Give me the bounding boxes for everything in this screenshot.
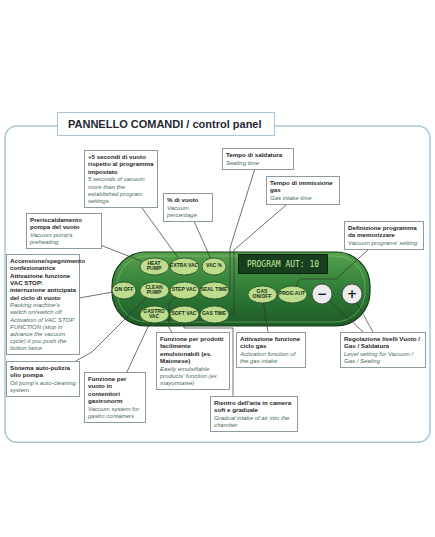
button-label: EXTRA VAC (170, 263, 198, 268)
panel-title: PANNELLO COMANDI / control panel (57, 112, 275, 136)
callout-box: Tempo di saldaturaSealing time (222, 148, 294, 170)
leader-line (80, 292, 112, 298)
panel-button: GAS ON/OFF (248, 286, 277, 303)
button-shape (202, 258, 226, 275)
callout-box: Funzione per prodotti facilmente emulsio… (156, 332, 230, 390)
button-label: SEAL TIME (201, 287, 228, 292)
panel-button: GASTRO VAC (140, 306, 169, 323)
callout-heading: +5 secondi di vuoto rispetto al programm… (88, 153, 154, 175)
callout-translation: Activation function of the gas intake (240, 351, 302, 365)
callout-heading: Sistema auto-pulizia olio pompa (10, 364, 76, 379)
button-shape (112, 282, 136, 299)
button-shape (140, 282, 169, 299)
panel-button: SEAL TIME (200, 282, 229, 299)
control-panel-body (112, 252, 370, 326)
button-label: CLEAN PUMP (140, 285, 169, 296)
button-shape (278, 286, 307, 303)
button-label: ON OFF (115, 287, 134, 292)
button-shape (248, 286, 277, 303)
callout-heading: Attivazione funzione ciclo gas (240, 335, 302, 350)
button-shape (170, 282, 199, 299)
callout-translation: Vacuum system for gastro containers (88, 406, 142, 420)
panel-button: EXTRA VAC (170, 258, 199, 275)
display-text: PROGRAM AUT: 10 (247, 260, 319, 269)
callout-box: Regolazione livelli Vuoto / Gas / Saldat… (340, 332, 426, 368)
leader-line (76, 297, 147, 361)
button-shape (140, 306, 169, 323)
callout-heading: Tempo di saldatura (226, 151, 290, 158)
callout-translation: Level setting for Vacuum / Gas / Sealing (344, 351, 422, 365)
callout-box: % di vuotoVacuum percentage (163, 193, 213, 222)
lcd-display: PROGRAM AUT: 10 (238, 254, 328, 274)
callout-box: Tempo di immissione gasGas intake time (266, 176, 340, 205)
button-label: SOFT VAC (172, 311, 197, 316)
button-shape (140, 258, 169, 275)
button-label: VAC % (206, 263, 222, 268)
callout-box: +5 secondi di vuoto rispetto al programm… (84, 150, 158, 208)
button-shape (170, 306, 199, 323)
button-shape (342, 284, 362, 304)
callout-translation: Vacuum percentage (167, 205, 209, 219)
leader-line (263, 302, 268, 332)
callout-heading: Tempo di immissione gas (270, 179, 336, 194)
leader-line (102, 246, 142, 262)
panel-button: PROG AUT (278, 286, 307, 303)
button-label: PROG AUT (279, 291, 305, 296)
panel-button: ON OFF (112, 282, 136, 299)
leader-line (357, 303, 373, 332)
callout-heading: Funzione per prodotti facilmente emulsio… (160, 335, 226, 364)
callout-box: Definizione programma da memorizzareVacu… (344, 221, 424, 250)
callout-translation: Easily emulsifiable products' function (… (160, 366, 226, 387)
panel-button: HEAT PUMP (140, 258, 169, 275)
button-shape (170, 258, 199, 275)
callout-translation: Packing machine's switch on/switch off A… (10, 302, 76, 352)
button-label: STEP VAC (172, 287, 197, 292)
callout-translation: Vacuum programs' setting (348, 240, 420, 247)
callout-translation: Oil pump's auto-cleaning system (10, 380, 76, 394)
callout-translation: Gradual intake of air into the chamber (214, 415, 294, 429)
callout-translation: 5 seconds of vacuum more than the establ… (88, 176, 154, 204)
callout-heading: Regolazione livelli Vuoto / Gas / Saldat… (344, 335, 422, 350)
callout-box: Attivazione funzione ciclo gasActivation… (236, 332, 306, 368)
outer-frame (5, 126, 430, 442)
panel-button: VAC % (202, 258, 226, 275)
button-shape (312, 284, 332, 304)
leader-line (127, 322, 150, 372)
panel-button: SOFT VAC (170, 306, 199, 323)
button-label: GAS TIME (202, 311, 226, 316)
button-shape (200, 282, 229, 299)
callout-heading: % di vuoto (167, 196, 209, 203)
callout-heading: Rientro dell'aria in camera soft e gradu… (214, 399, 294, 414)
button-label: HEAT PUMP (140, 261, 169, 272)
callout-translation: Vacuum pump's preheating (30, 232, 98, 246)
panel-button: STEP VAC (170, 282, 199, 299)
callout-box: Preriscaldamento pompa del vuotoVacuum p… (26, 213, 102, 249)
panel-button: GAS TIME (200, 306, 229, 323)
callout-heading: Preriscaldamento pompa del vuoto (30, 216, 98, 231)
button-label: GASTRO VAC (140, 309, 169, 320)
button-shape (200, 306, 229, 323)
callout-heading: Definizione programma da memorizzare (348, 224, 420, 239)
callout-box: Rientro dell'aria in camera soft e gradu… (210, 396, 298, 432)
callout-heading: Accensione/spegnimento confezionatrice A… (10, 257, 76, 301)
callout-heading: Funzione per vuoto in contenitori gastro… (88, 375, 142, 404)
callout-translation: Sealing time (226, 160, 290, 167)
leader-line (194, 222, 210, 258)
callout-box: Funzione per vuoto in contenitori gastro… (84, 372, 146, 423)
adjust-button: + (342, 284, 362, 304)
callout-box: Accensione/spegnimento confezionatrice A… (6, 254, 80, 355)
callout-translation: Gas intake time (270, 195, 336, 202)
button-label: GAS ON/OFF (248, 289, 277, 300)
callout-box: Sistema auto-pulizia olio pompaOil pump'… (6, 361, 80, 397)
button-label: − (317, 288, 327, 300)
adjust-button: − (312, 284, 332, 304)
panel-button: CLEAN PUMP (140, 282, 169, 299)
button-label: + (347, 288, 357, 300)
